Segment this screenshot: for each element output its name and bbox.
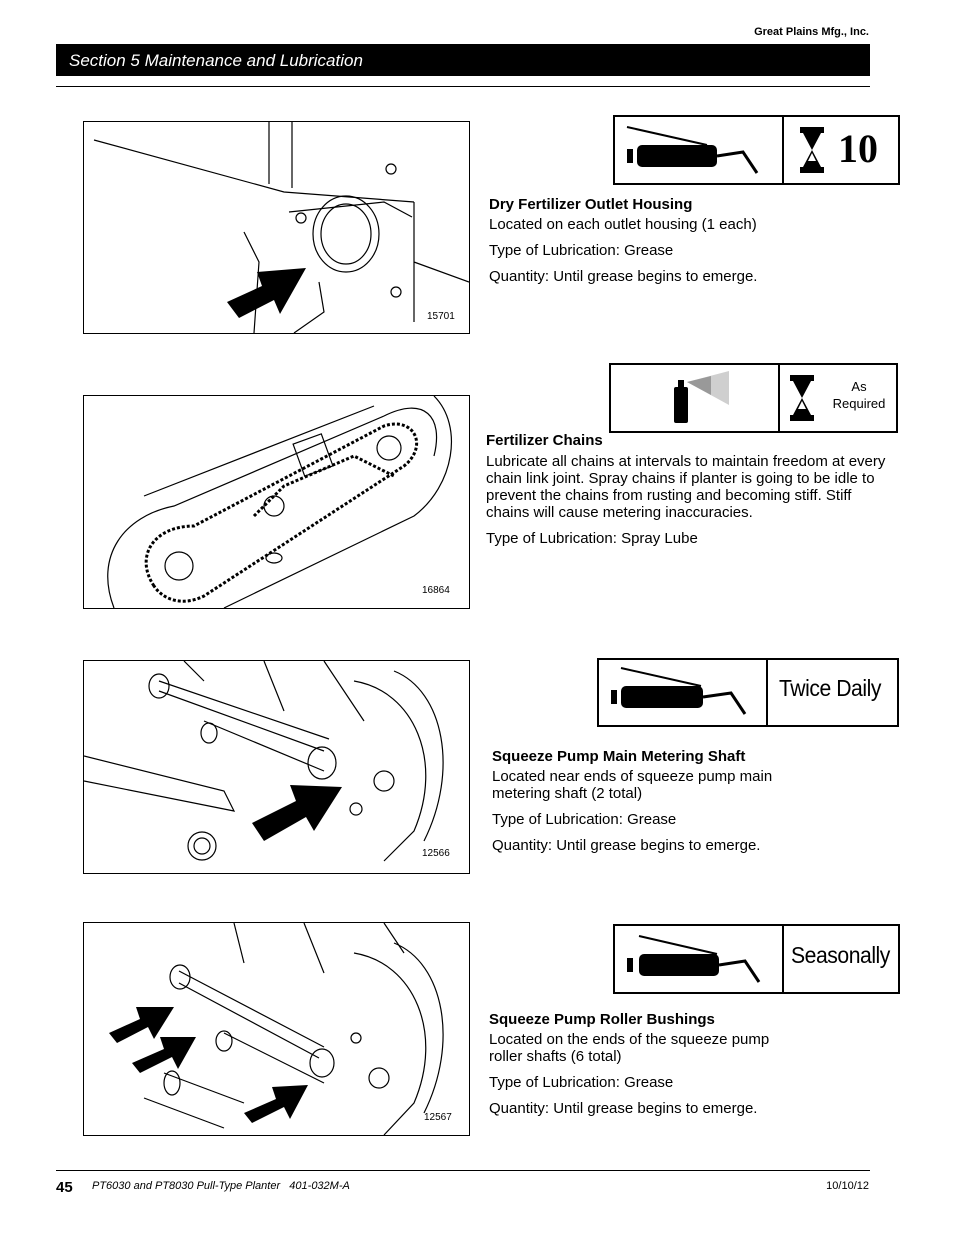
quantity-text: Quantity: Until grease begins to emerge. — [492, 837, 761, 854]
hourglass-icon — [800, 127, 824, 173]
grease-gun-icon — [599, 660, 766, 725]
figure-fertilizer-chains: 16864 — [83, 395, 470, 609]
spray-can-icon — [611, 365, 778, 431]
figure-metering-shaft: 12566 — [83, 660, 470, 874]
description-paragraph: Lubricate all chains at intervals to mai… — [486, 453, 886, 521]
figure-number: 15701 — [427, 311, 455, 322]
lubrication-type-text: Type of Lubrication: Grease — [492, 811, 677, 828]
location-text: Located near ends of squeeze pump main m… — [492, 768, 773, 802]
quantity-text: Quantity: Until grease begins to emerge. — [489, 1100, 758, 1117]
footer-rule — [56, 1170, 870, 1171]
pointer-arrow-icon — [227, 268, 306, 318]
document-title: PT6030 and PT8030 Pull-Type Planter 401-… — [92, 1180, 350, 1192]
revision-date: 10/10/12 — [826, 1180, 869, 1192]
lubrication-type-text: Type of Lubrication: Grease — [489, 242, 674, 259]
interval-text: As Required — [832, 379, 886, 411]
figure-roller-bushings: 12567 — [83, 922, 470, 1136]
quantity-text: Quantity: Until grease begins to emerge. — [489, 268, 758, 285]
item-heading: Fertilizer Chains — [486, 432, 603, 449]
interval-text: Seasonally — [791, 942, 890, 968]
interval-hours: 10 — [838, 126, 878, 171]
roller-bushings-illustration — [109, 923, 444, 1135]
location-text: Located on the ends of the squeeze pump … — [489, 1031, 770, 1065]
company-name: Great Plains Mfg., Inc. — [754, 26, 869, 38]
pointer-arrow-icon — [132, 1037, 196, 1073]
lubrication-type-text: Type of Lubrication: Grease — [489, 1074, 674, 1091]
lube-interval-box-2: As Required — [609, 363, 898, 433]
section-header-bar: Section 5 Maintenance and Lubrication — [56, 44, 870, 76]
item-heading: Dry Fertilizer Outlet Housing — [489, 196, 693, 213]
figure-number: 16864 — [422, 585, 450, 596]
figure-number: 12566 — [422, 848, 450, 859]
fertilizer-chains-illustration — [107, 396, 453, 608]
interval-text: Twice Daily — [779, 675, 881, 701]
item-heading: Squeeze Pump Roller Bushings — [489, 1011, 715, 1028]
page-number: 45 — [56, 1179, 73, 1196]
grease-gun-icon — [615, 926, 782, 992]
outlet-housing-illustration — [93, 122, 469, 333]
lube-interval-box-1: 10 — [613, 115, 900, 185]
figure-outlet-housing: 15701 — [83, 121, 470, 334]
grease-gun-icon — [615, 117, 782, 183]
section-title: Section 5 Maintenance and Lubrication — [69, 51, 363, 70]
pointer-arrow-icon — [244, 1085, 308, 1123]
lubrication-type-text: Type of Lubrication: Spray Lube — [486, 530, 698, 547]
item-heading: Squeeze Pump Main Metering Shaft — [492, 748, 746, 765]
pointer-arrow-icon — [252, 785, 342, 841]
hourglass-icon — [790, 375, 814, 421]
header-rule — [56, 86, 870, 87]
lube-interval-box-4: Seasonally — [613, 924, 900, 994]
figure-number: 12567 — [424, 1112, 452, 1123]
pointer-arrow-icon — [109, 1007, 174, 1043]
location-text: Located on each outlet housing (1 each) — [489, 216, 757, 233]
metering-shaft-illustration — [84, 661, 444, 862]
lube-interval-box-3: Twice Daily — [597, 658, 899, 727]
